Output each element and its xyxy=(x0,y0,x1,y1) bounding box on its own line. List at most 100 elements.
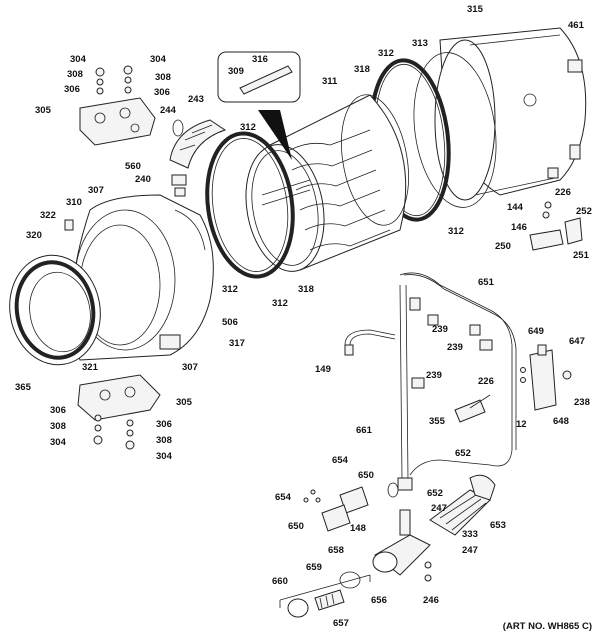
label-238: 238 xyxy=(574,397,590,408)
wash-basket-311 xyxy=(245,94,409,272)
small-clip-322 xyxy=(64,219,74,231)
label-652: 652 xyxy=(455,448,471,459)
label-312: 312 xyxy=(222,284,238,295)
label-308: 308 xyxy=(155,72,171,83)
label-306: 306 xyxy=(156,419,172,430)
label-252: 252 xyxy=(576,206,592,217)
label-312: 312 xyxy=(240,122,256,133)
label-649: 649 xyxy=(528,326,544,337)
label-312: 312 xyxy=(448,226,464,237)
label-246: 246 xyxy=(423,595,439,606)
clips-239 xyxy=(409,297,493,389)
label-310: 310 xyxy=(66,197,82,208)
diagram-labels: 315 461 313 312 318 311 316 309 304 304 … xyxy=(15,4,592,629)
label-146: 146 xyxy=(511,222,527,233)
counterweight-305-top xyxy=(79,97,156,146)
hose-651 xyxy=(399,272,517,476)
label-365: 365 xyxy=(15,382,32,393)
label-12: 12 xyxy=(516,419,527,430)
outer-tub-rear xyxy=(434,27,587,201)
label-247: 247 xyxy=(462,545,478,556)
label-656: 656 xyxy=(371,595,387,606)
art-number: (ART NO. WH865 C) xyxy=(502,621,592,632)
label-307: 307 xyxy=(182,362,198,373)
label-247: 247 xyxy=(431,503,447,514)
label-307: 307 xyxy=(88,185,104,196)
hose-661 xyxy=(399,284,409,481)
door-boot-320 xyxy=(9,254,101,366)
label-239: 239 xyxy=(426,370,442,381)
label-506: 506 xyxy=(222,317,238,328)
label-658: 658 xyxy=(328,545,344,556)
hardware-304-306-308 xyxy=(93,65,135,450)
label-148: 148 xyxy=(350,523,366,534)
fitting-148-652 xyxy=(387,477,413,498)
label-306: 306 xyxy=(50,405,66,416)
callout-wedge xyxy=(258,110,292,160)
valve-356 xyxy=(454,367,526,423)
elbow-653 xyxy=(469,474,496,501)
label-560: 560 xyxy=(125,161,141,172)
label-239: 239 xyxy=(432,324,448,335)
label-240: 240 xyxy=(135,174,151,185)
label-316: 316 xyxy=(252,54,268,65)
label-648: 648 xyxy=(553,416,569,427)
label-318: 318 xyxy=(298,284,314,295)
label-661: 661 xyxy=(356,425,373,436)
label-226: 226 xyxy=(555,187,571,198)
counterweight-305-bottom xyxy=(77,374,161,421)
label-647: 647 xyxy=(569,336,585,347)
label-654: 654 xyxy=(332,455,349,466)
label-355: 355 xyxy=(429,416,446,427)
label-651: 651 xyxy=(478,277,495,288)
label-304: 304 xyxy=(156,451,173,462)
bellows-243 xyxy=(169,119,227,169)
front-tub-310 xyxy=(71,194,214,361)
label-312: 312 xyxy=(378,48,394,59)
bracket-parts-144-252 xyxy=(529,201,583,251)
tub-gasket-313 xyxy=(413,52,497,208)
label-306: 306 xyxy=(64,84,80,95)
label-306: 306 xyxy=(154,87,170,98)
valve-650-654 xyxy=(303,486,369,532)
label-304: 304 xyxy=(70,54,87,65)
label-244: 244 xyxy=(160,105,177,116)
label-308: 308 xyxy=(156,435,172,446)
label-149: 149 xyxy=(315,364,331,375)
label-653: 653 xyxy=(490,520,506,531)
label-312: 312 xyxy=(272,298,288,309)
pump-656 xyxy=(372,509,432,582)
label-652: 652 xyxy=(427,488,443,499)
label-318: 318 xyxy=(354,64,370,75)
label-650: 650 xyxy=(288,521,304,532)
label-322: 322 xyxy=(40,210,56,221)
label-305: 305 xyxy=(35,105,52,116)
label-311: 311 xyxy=(322,76,338,87)
tub-seal-318-front xyxy=(205,131,295,279)
label-243: 243 xyxy=(188,94,204,105)
label-650: 650 xyxy=(358,470,374,481)
filter-657-parts xyxy=(279,571,371,618)
label-239: 239 xyxy=(447,342,463,353)
label-309: 309 xyxy=(228,66,244,77)
label-305: 305 xyxy=(176,397,193,408)
label-660: 660 xyxy=(272,576,288,587)
label-315: 315 xyxy=(467,4,484,15)
fitting-560-240 xyxy=(171,174,187,197)
label-333: 333 xyxy=(462,529,478,540)
label-144: 144 xyxy=(507,202,524,213)
label-226: 226 xyxy=(478,376,494,387)
label-251: 251 xyxy=(573,250,590,261)
label-320: 320 xyxy=(26,230,42,241)
label-313: 313 xyxy=(412,38,428,49)
label-304: 304 xyxy=(50,437,67,448)
label-659: 659 xyxy=(306,562,322,573)
hose-149 xyxy=(344,329,396,356)
label-654: 654 xyxy=(275,492,292,503)
lifter-inset-316 xyxy=(217,51,301,103)
label-308: 308 xyxy=(67,69,83,80)
clamp-244 xyxy=(172,119,184,137)
label-317: 317 xyxy=(229,338,245,349)
